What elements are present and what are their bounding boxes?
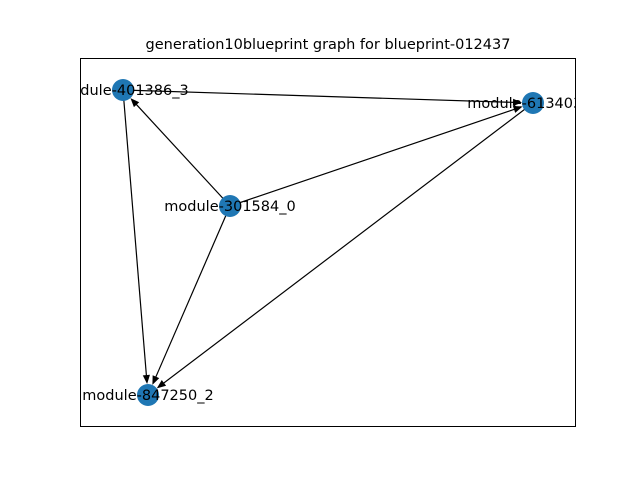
node-module-401386_3 bbox=[112, 79, 134, 101]
edge-module-401386_3-to-module-847250_2 bbox=[122, 89, 148, 377]
arrowhead bbox=[512, 98, 523, 106]
edges-layer bbox=[122, 89, 534, 389]
arrowhead bbox=[156, 380, 167, 389]
node-label: module-847250_2 bbox=[82, 388, 213, 404]
axes-frame bbox=[80, 58, 576, 427]
labels-layer: module-401386_3 module-613403_1 module-301… bbox=[57, 83, 598, 404]
edge-module-401386_3-to-module-613403_1 bbox=[122, 89, 515, 103]
arrowhead bbox=[512, 106, 523, 113]
node-module-301584_0 bbox=[219, 195, 241, 217]
edge-module-301584_0-to-module-401386_3 bbox=[135, 103, 231, 207]
nodes-layer bbox=[112, 79, 544, 406]
edge-module-301584_0-to-module-847250_2 bbox=[155, 205, 231, 378]
edge-module-613403_1-to-module-847250_2 bbox=[162, 102, 534, 384]
arrowhead bbox=[142, 374, 150, 385]
plot-area: module-401386_3 module-613403_1 module-301… bbox=[57, 79, 598, 406]
edge-module-301584_0-to-module-613403_1 bbox=[229, 108, 516, 207]
graph-title: generation10blueprint graph for blueprin… bbox=[146, 37, 511, 53]
node-label: module-301584_0 bbox=[164, 199, 295, 215]
arrowhead bbox=[152, 375, 160, 385]
arrowhead bbox=[130, 98, 140, 108]
node-label: module-613403_1 bbox=[467, 96, 598, 112]
node-label: module-401386_3 bbox=[57, 83, 188, 99]
node-module-847250_2 bbox=[137, 384, 159, 406]
node-module-613403_1 bbox=[522, 92, 544, 114]
